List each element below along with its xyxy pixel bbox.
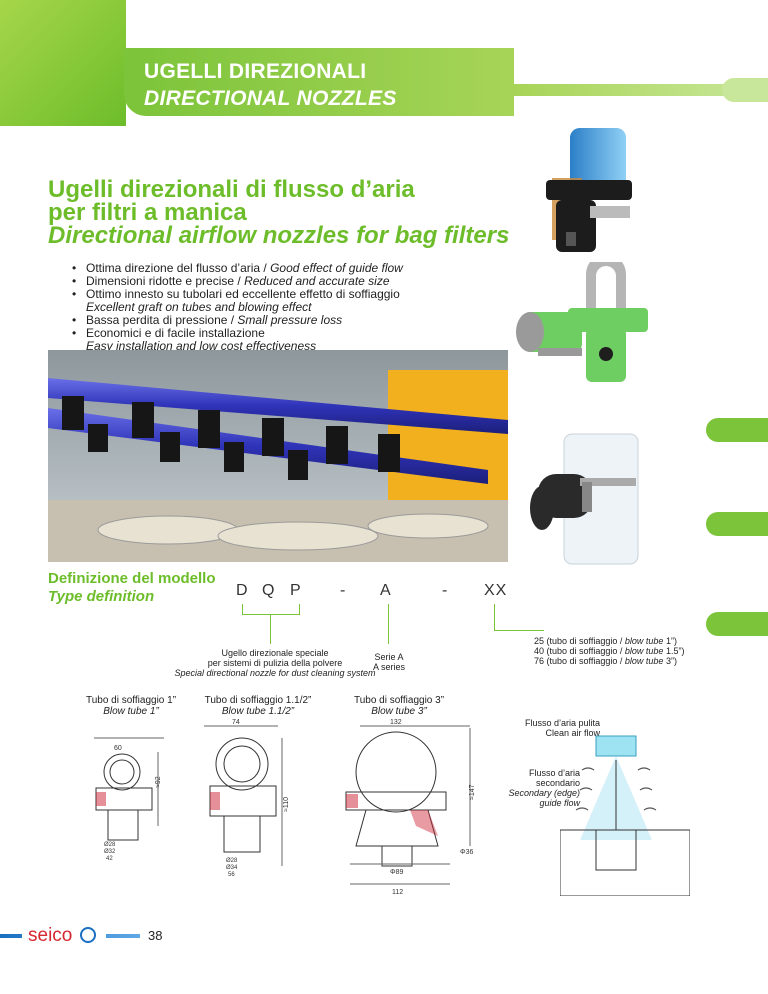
bracket-line [242,604,243,614]
dim-d28: Ø28 [226,858,238,864]
nozzle-photo-clear-tube [530,433,639,565]
drawing-2-caption: Tubo di soffiaggio 1.1/2”Blow tube 1.1/2… [204,695,312,717]
side-tab-3 [706,612,768,636]
dim-d28: Ø28 [104,842,116,848]
brand-logo-text: seico [28,925,72,946]
page-title-line2: per filtri a manica [48,199,247,226]
list-item: Economici e di facile installazione [70,327,510,341]
header-green-corner [0,0,126,126]
dim-d32: Ø32 [104,849,116,855]
list-item-sub: Excellent graft on tubes and blowing eff… [86,300,312,314]
connector-line [494,630,544,631]
code-letter-a: A [380,582,392,599]
dim-60: 60 [114,745,122,752]
dim-56: 56 [228,872,235,878]
dim-42: 42 [106,856,113,862]
page-title-line3: Directional airflow nozzles for bag filt… [48,222,510,249]
page-title-line1: Ugelli direzionali di flusso d’aria [48,176,415,203]
list-item: Ottimo innesto su tubolari ed eccellente… [70,288,510,302]
dim-phi89: Φ89 [390,869,403,876]
installation-photo [48,350,508,562]
connector-line [494,604,495,630]
dqp-desc: Ugello direzionale speciale per sistemi … [174,648,376,678]
dim-92: ≈92 [155,776,162,788]
code-letters-xx: XX [484,582,508,599]
dim-132: 132 [390,719,402,726]
flow-diagram [560,735,690,896]
connector-line [270,614,271,644]
type-def-label-it: Definizione del modello [48,570,216,587]
dim-110: ≈110 [283,797,290,812]
xx-desc: 25 (tubo di soffiaggio / blow tube 1”) 4… [534,636,685,666]
bracket-line [242,614,300,615]
header-right-bar [514,84,768,96]
drawing-1-caption: Tubo di soffiaggio 1”Blow tube 1” [85,695,177,717]
brand-logo: seico [22,924,106,946]
code-letter-p: P [290,582,302,599]
connector-line [388,604,389,644]
bracket-line [299,604,300,614]
dim-74: 74 [232,719,240,726]
code-letter-q: Q [262,582,276,599]
header-title-box: UGELLI DIREZIONALI DIRECTIONAL NOZZLES [124,48,514,116]
side-tab-1 [706,418,768,442]
code-dash-2: - [442,582,449,599]
dim-d34: Ø34 [226,865,238,871]
drawing-3-blow-tube-3: 132 ≈147 Φ36 Φ89 112 [345,719,476,896]
side-tab-2 [706,512,768,536]
header-title-it: UGELLI DIREZIONALI [144,60,367,83]
drawing-1-blow-tube-1: 60 ≈92 Ø28 Ø32 42 [94,737,164,862]
list-item: Dimensioni ridotte e precise / Reduced a… [70,275,510,289]
drawing-2-blow-tube-1-5: 74 ≈110 Ø28 Ø34 56 [204,719,290,878]
list-item-sub: Easy installation and low cost effective… [86,339,317,353]
feature-list: Ottima direzione del flusso d’aria / Goo… [70,262,510,353]
list-item: Ottima direzione del flusso d’aria / Goo… [70,262,510,276]
drawing-3-caption: Tubo di soffiaggio 3”Blow tube 3” [353,695,445,717]
page-number: 38 [148,928,163,943]
dim-147: ≈147 [469,784,476,800]
flow-secondary-label: Flusso d’aria secondario Secondary (edge… [508,768,580,808]
type-def-label-en: Type definition [48,588,155,605]
code-letter-d: D [236,582,249,599]
code-dash-1: - [340,582,347,599]
nozzle-photo-green [516,262,648,382]
dim-112: 112 [392,889,403,896]
nozzle-photo-blue [546,128,632,252]
dim-phi36: Φ36 [460,849,473,856]
a-desc: Serie A A series [372,652,405,672]
header-title-en: DIRECTIONAL NOZZLES [144,87,397,110]
list-item: Bassa perdita di pressione / Small press… [70,314,510,328]
header-tab [722,78,768,102]
